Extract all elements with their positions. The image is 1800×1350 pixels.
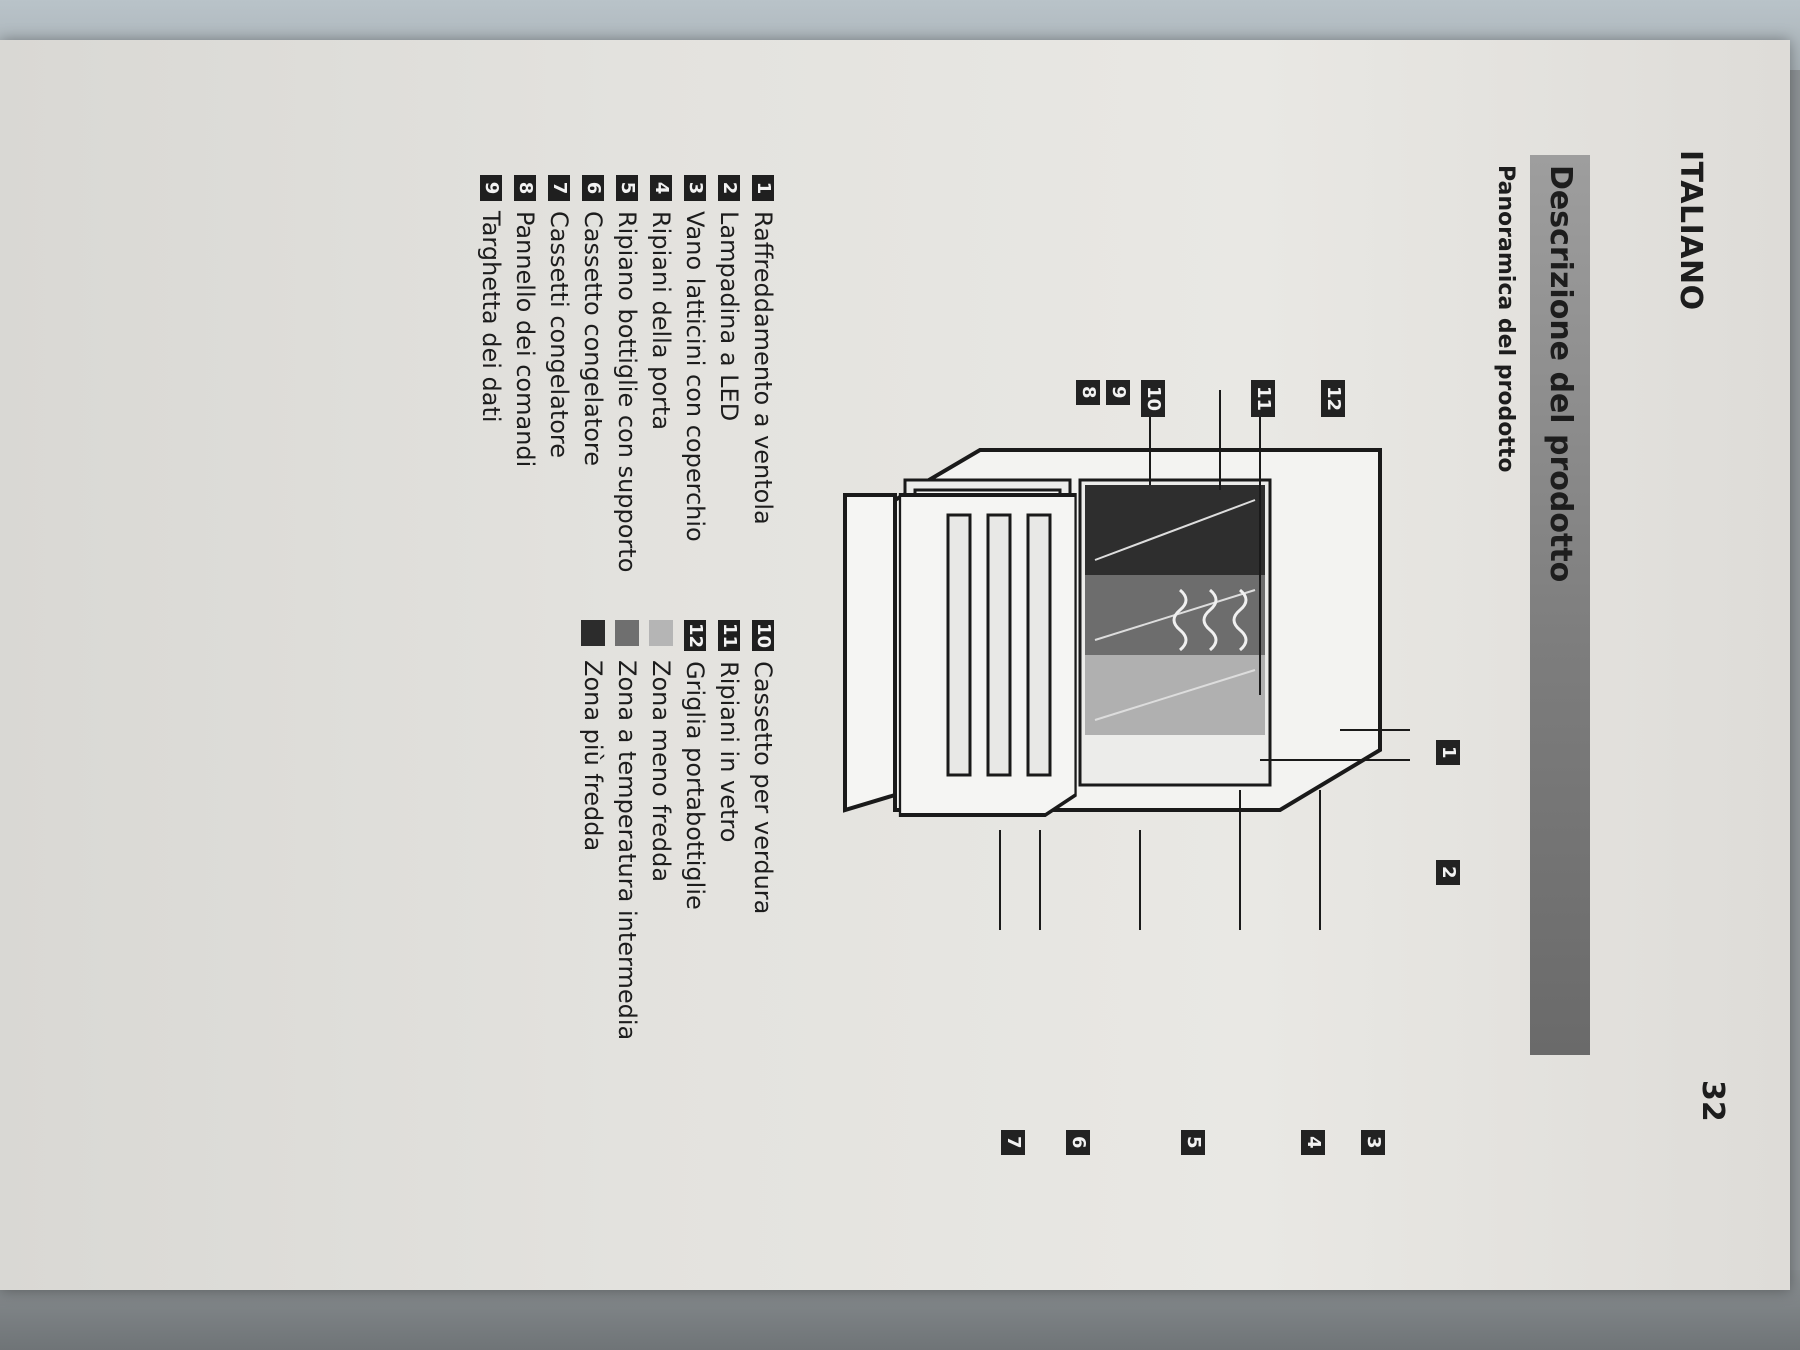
callout-10: 10 [1141,380,1165,418]
zone-item: Zona a temperatura intermedia [610,620,644,1040]
legend-label: Cassetto per verdura [749,661,777,915]
legend-number: 9 [480,175,502,201]
legend-number: 4 [650,175,672,201]
fridge-diagram [843,390,1410,930]
legend-label: Lampadina a LED [715,211,743,422]
callout-3: 3 [1361,1130,1385,1155]
zone-swatch [581,620,605,646]
legend-label: Cassetti congelatore [545,211,573,459]
legend-number: 6 [582,175,604,201]
legend-label: Raffreddamento a ventola [749,211,777,525]
legend-number: 12 [684,620,706,652]
zone-item: Zona meno fredda [644,620,678,1040]
language-header: ITALIANO [1673,150,1708,311]
door-shelf [1026,513,1052,777]
zone-label: Zona a temperatura intermedia [613,660,641,1041]
legend-label: Cassetto congelatore [579,211,607,467]
callout-6: 6 [1066,1130,1090,1155]
page-number: 32 [1695,1080,1730,1122]
legend-label: Vano latticini con coperchio [681,211,709,542]
legend-label: Ripiano bottiglie con supporto [613,211,641,573]
zone-label: Zona più fredda [579,660,607,852]
callout-9: 9 [1106,380,1130,405]
zone-swatch [615,620,639,646]
callout-7: 7 [1001,1130,1025,1155]
door-shelf [986,513,1012,777]
section-title: Descrizione del prodotto [1543,165,1578,583]
legend-number: 8 [514,175,536,201]
legend-number: 10 [752,620,774,652]
section-subtitle: Panoramica del prodotto [1493,165,1518,473]
legend-number: 7 [548,175,570,201]
callout-4: 4 [1301,1130,1325,1155]
legend-number: 3 [684,175,706,201]
legend-label: Ripiani in vetro [715,661,743,843]
legend-number: 1 [752,175,774,201]
zone-label: Zona meno fredda [647,660,675,883]
rotated-content: ITALIANO 32 Descrizione del prodotto Pan… [400,50,1740,1175]
callout-2: 2 [1436,860,1460,885]
freezer-door [843,493,897,813]
legend-number: 2 [718,175,740,201]
callout-11: 11 [1251,380,1275,418]
door-shelf [946,513,972,777]
manual-page: ITALIANO 32 Descrizione del prodotto Pan… [0,40,1790,1290]
bottle-rack [1172,588,1248,652]
callout-12: 12 [1321,380,1345,418]
callout-8: 8 [1076,380,1100,405]
callout-1: 1 [1436,740,1460,765]
legend-number: 5 [616,175,638,201]
legend-label: Pannello dei comandi [511,211,539,468]
zone-item: Zona più fredda [576,620,610,1040]
legend-number: 11 [718,620,740,652]
callout-5: 5 [1181,1130,1205,1155]
legend-label: Griglia portabottiglie [681,661,709,910]
zone-swatch [649,620,673,646]
legend-label: Targhetta dei dati [477,211,505,423]
legend-label: Ripiani della porta [647,211,675,431]
